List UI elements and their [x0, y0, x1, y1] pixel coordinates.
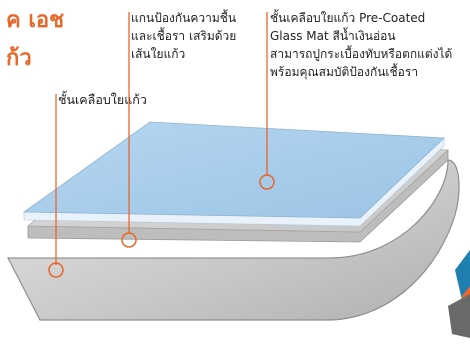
label-line: ชั้นเคลือบใยแก้ว Pre-Coated: [270, 11, 426, 25]
heading-line-2: ก้ว: [6, 46, 32, 71]
label-line: และเชื้อรา เสริมด้วย: [131, 29, 237, 43]
label-pre-coated-layer: ชั้นเคลือบใยแก้ว Pre-Coated Glass Mat สี…: [270, 9, 466, 81]
label-line: สามารถปูกระเบื้องทับหรือตกแต่งได้: [270, 47, 453, 61]
marker-core-layer: [121, 232, 137, 248]
marker-bottom-layer: [48, 262, 64, 278]
label-line: Glass Mat สีน้ำเงินอ่อน: [270, 29, 396, 43]
marker-top-layer: [259, 174, 275, 190]
label-glass-mat-layer: ชั้นเคลือบใยแก้ว: [58, 91, 147, 109]
tool-icon: [448, 250, 470, 338]
label-line: เส้นใยแก้ว: [131, 47, 186, 61]
label-line: ชั้นเคลือบใยแก้ว: [58, 92, 147, 107]
label-core-layer: แกนป้องกันความชื้น และเชื้อรา เสริมด้วย …: [131, 9, 236, 63]
label-line: แกนป้องกันความชื้น: [131, 11, 237, 25]
bottom-layer-top-edge: [10, 164, 447, 258]
label-line: พร้อมคุณสมบัติป้องกันเชื้อรา: [270, 65, 419, 79]
heading-line-1: ค เอช: [6, 8, 65, 33]
bottom-layer: [7, 159, 460, 321]
